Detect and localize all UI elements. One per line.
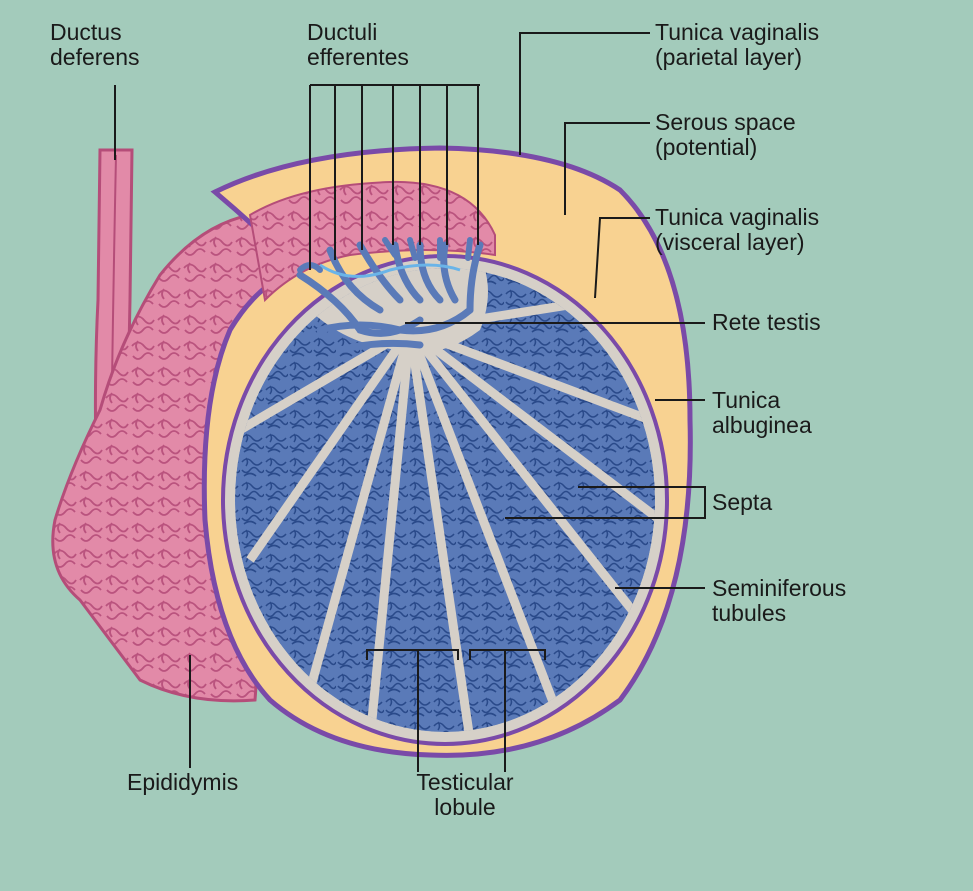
label-tunica-vaginalis-parietal: Tunica vaginalis(parietal layer) (655, 20, 819, 70)
label-serous-space: Serous space(potential) (655, 110, 796, 160)
label-tunica-vaginalis-visceral: Tunica vaginalis(visceral layer) (655, 205, 819, 255)
label-epididymis: Epididymis (127, 770, 238, 795)
label-rete-testis: Rete testis (712, 310, 821, 335)
label-septa: Septa (712, 490, 772, 515)
